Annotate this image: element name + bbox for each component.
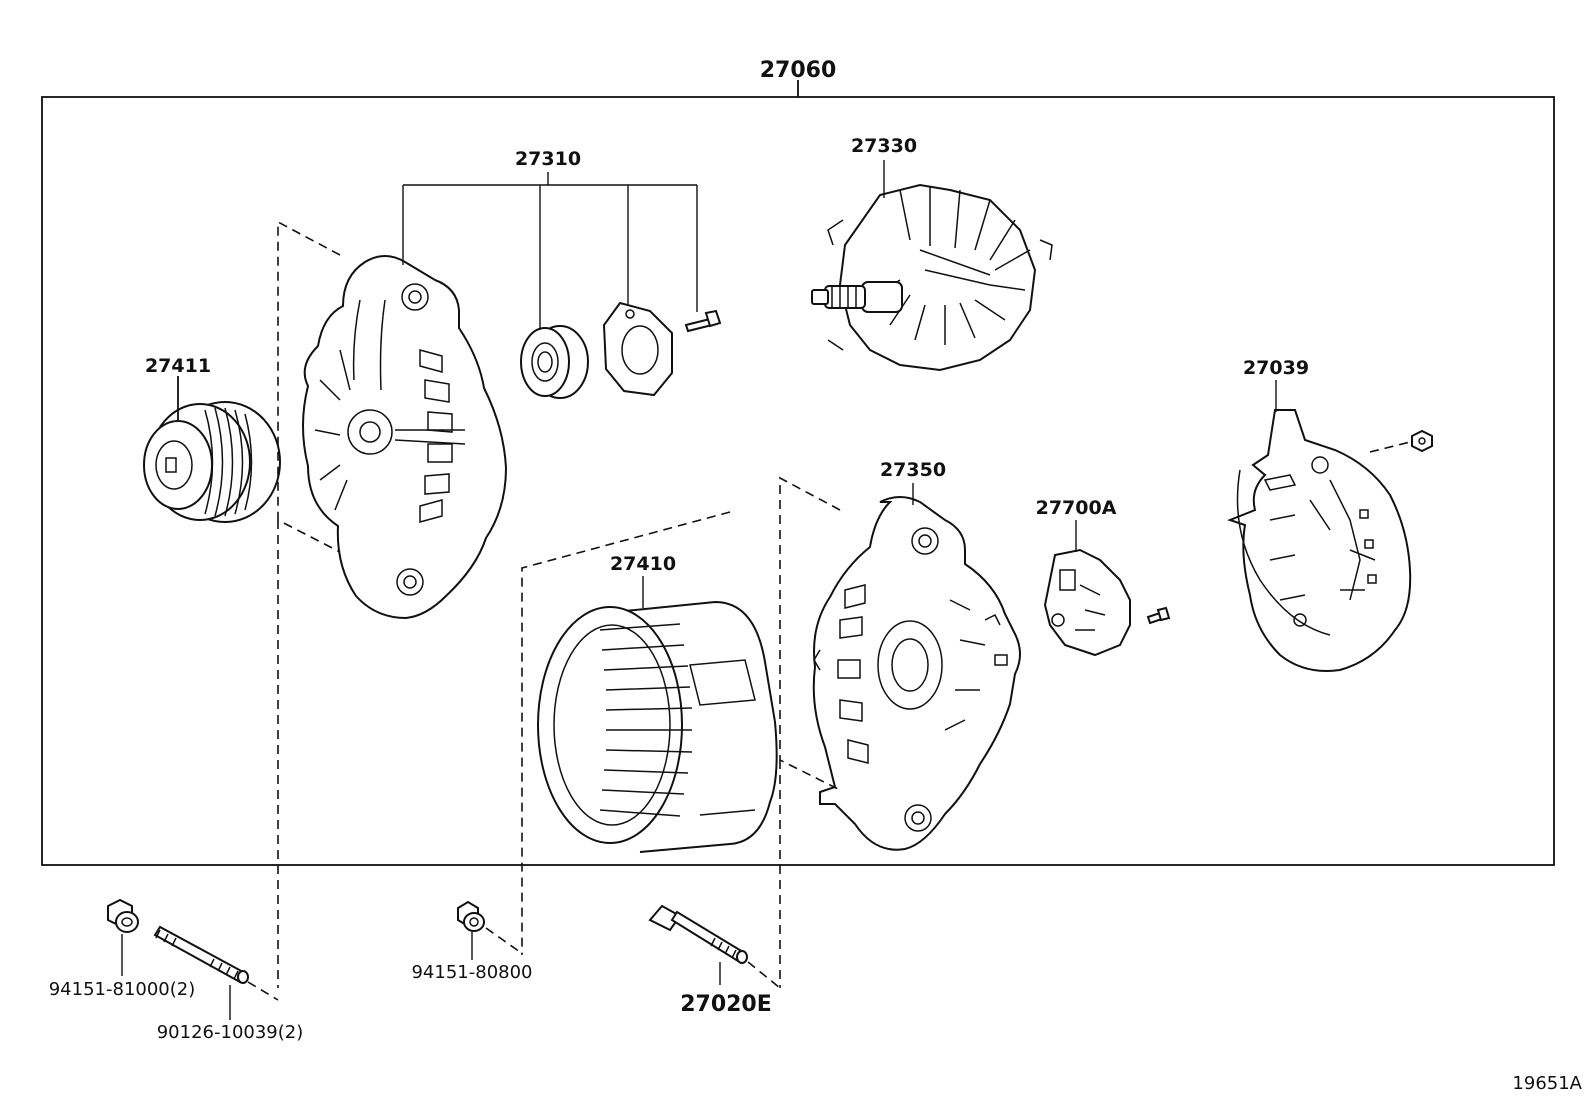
nut-2-label[interactable]: 94151-80800 xyxy=(411,962,532,983)
nut-1-label[interactable]: 94151-81000(2) xyxy=(49,979,196,1000)
stator-frame-label[interactable]: 27350 xyxy=(880,459,946,481)
assembly-number-label[interactable]: 27060 xyxy=(760,58,837,83)
retainer-plate-part[interactable] xyxy=(602,301,673,397)
rotor-part[interactable] xyxy=(811,183,1053,372)
through-bolt-label[interactable]: 27020E xyxy=(680,992,772,1017)
rectifier-end-frame-part[interactable] xyxy=(1227,409,1412,672)
drive-end-frame-label[interactable]: 27310 xyxy=(515,148,581,170)
stator-part[interactable] xyxy=(537,600,778,853)
stator-frame-dashed-group xyxy=(779,476,841,988)
nut-1-part[interactable] xyxy=(107,898,139,933)
drive-end-frame-leader xyxy=(402,172,698,330)
figure-id-label: 19651A xyxy=(1512,1073,1582,1094)
nut-2-part[interactable] xyxy=(457,900,485,932)
brush-holder-screw-part[interactable] xyxy=(1146,606,1171,625)
pulley-part[interactable] xyxy=(143,401,281,523)
stud-bolt-part[interactable] xyxy=(153,925,249,984)
drive-end-frame-dashed-group xyxy=(277,220,341,988)
stator-label[interactable]: 27410 xyxy=(610,553,676,575)
brush-holder-label[interactable]: 27700A xyxy=(1036,497,1117,519)
through-bolt-dash xyxy=(747,961,781,989)
pulley-label[interactable]: 27411 xyxy=(145,355,211,377)
retainer-screw-part[interactable] xyxy=(684,309,722,333)
brush-holder-part[interactable] xyxy=(1043,548,1131,657)
stator-dashed-group xyxy=(521,511,731,955)
stud-bolt-label[interactable]: 90126-10039(2) xyxy=(157,1022,304,1043)
drive-end-frame-part[interactable] xyxy=(302,255,508,620)
through-bolt-part[interactable] xyxy=(648,904,748,964)
stator-frame-part[interactable] xyxy=(812,496,1021,851)
rotor-label[interactable]: 27330 xyxy=(851,135,917,157)
nut-2-dash xyxy=(485,927,521,953)
rectifier-nut-dash xyxy=(1369,441,1411,453)
rectifier-nut-part[interactable] xyxy=(1411,429,1433,453)
rectifier-end-frame-label[interactable]: 27039 xyxy=(1243,357,1309,379)
assembly-frame: 27060 xyxy=(41,58,1555,866)
bearing-part[interactable] xyxy=(520,325,589,399)
stud-bolt-dash xyxy=(247,981,279,1001)
